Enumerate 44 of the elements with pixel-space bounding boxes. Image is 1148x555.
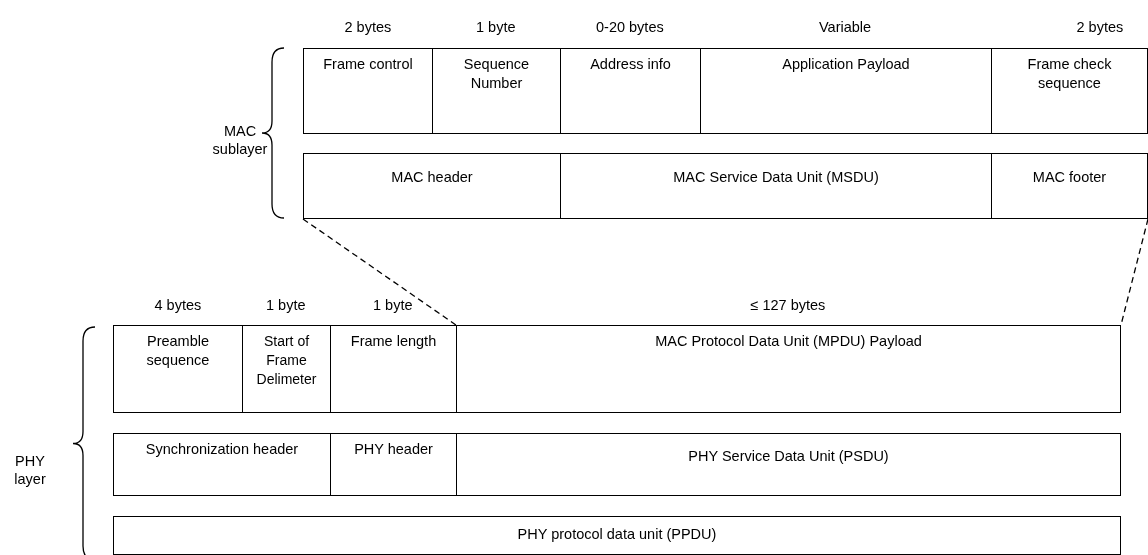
field-cell bbox=[303, 48, 433, 134]
field-cell bbox=[330, 325, 457, 413]
field-cell bbox=[456, 325, 1121, 413]
field-cell bbox=[560, 48, 701, 134]
size-label: 1 byte bbox=[476, 18, 516, 36]
size-label: Variable bbox=[819, 18, 872, 36]
frame-segment bbox=[560, 153, 992, 219]
field-label: MAC Service Data Unit (MSDU) bbox=[673, 168, 879, 187]
size-label: 2 bytes bbox=[344, 18, 392, 36]
size-label: 4 bytes bbox=[154, 296, 202, 314]
frame-segment bbox=[113, 433, 331, 496]
field-label: MAC footer bbox=[1032, 168, 1107, 187]
field-label: PHY Service Data Unit (PSDU) bbox=[688, 447, 889, 466]
frame-segment bbox=[113, 516, 1121, 555]
field-label: Synchronization header bbox=[145, 440, 299, 459]
field-label: Frame check sequence bbox=[1026, 55, 1113, 93]
size-label: 1 byte bbox=[373, 296, 413, 314]
field-cell bbox=[432, 48, 561, 134]
field-label: MAC Protocol Data Unit (MPDU) Payload bbox=[655, 332, 922, 351]
frame-segment bbox=[303, 153, 561, 219]
layer-label: MAC sublayer bbox=[211, 122, 269, 158]
field-label: PHY protocol data unit (PPDU) bbox=[517, 525, 717, 544]
field-label: Address info bbox=[590, 55, 671, 74]
field-label: Frame length bbox=[350, 332, 437, 351]
field-cell bbox=[242, 325, 331, 413]
field-label: Sequence Number bbox=[462, 55, 531, 93]
field-label: Application Payload bbox=[782, 55, 910, 74]
size-label: ≤ 127 bytes bbox=[750, 296, 826, 314]
field-label: PHY header bbox=[354, 440, 433, 459]
field-cell bbox=[991, 48, 1148, 134]
frame-segment bbox=[456, 433, 1121, 496]
field-label: Start of Frame Delimeter bbox=[255, 332, 318, 389]
field-label: MAC header bbox=[391, 168, 473, 187]
size-label: 0-20 bytes bbox=[596, 18, 664, 36]
frame-segment bbox=[330, 433, 457, 496]
size-label: 2 bytes bbox=[1076, 18, 1124, 36]
layer-label: PHY layer bbox=[13, 452, 47, 488]
field-cell bbox=[700, 48, 992, 134]
field-cell bbox=[113, 325, 243, 413]
field-label: Frame control bbox=[323, 55, 413, 74]
zoom-line bbox=[302, 218, 457, 326]
field-label: Preamble sequence bbox=[145, 332, 211, 370]
size-label: 1 byte bbox=[266, 296, 306, 314]
frame-segment bbox=[991, 153, 1148, 219]
